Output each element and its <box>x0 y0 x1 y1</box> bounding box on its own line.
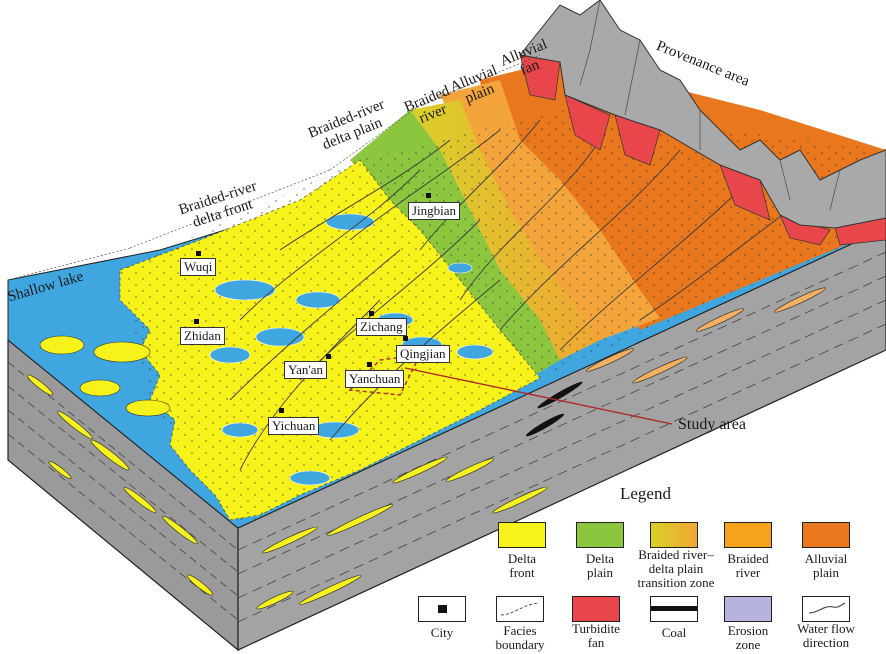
coal-lenses <box>525 381 583 437</box>
front-strata-lines <box>7 361 239 621</box>
swatch-coal <box>650 596 698 622</box>
swatch-alluvial-plain <box>802 522 850 548</box>
legend-erosion-zone: Erosion zone <box>727 623 769 652</box>
side-sand-lenses <box>26 374 548 610</box>
city-name: Yichuan <box>272 418 316 433</box>
legend-city: City <box>430 625 454 640</box>
provenance-mountains <box>519 0 886 229</box>
swatch-braided-river <box>724 522 772 548</box>
swatch-delta-plain <box>576 522 624 548</box>
swatch-transition <box>650 522 698 548</box>
city-yanchuan: Yanchuan <box>345 370 405 388</box>
city-yichuan: Yichuan <box>268 417 320 435</box>
swatch-turbidite-fan <box>572 596 620 622</box>
side-orange-lenses <box>586 287 826 384</box>
legend-coal: Coal <box>661 625 687 640</box>
legend-turbidite-fan: Turbidite fan <box>572 621 620 650</box>
water-flow-icon <box>808 602 846 614</box>
swatch-facies-boundary <box>496 596 544 622</box>
mountain-ridges <box>579 0 841 211</box>
legend-transition: Braided river– delta plain transition zo… <box>637 547 715 590</box>
city-name: Jingbian <box>412 203 457 218</box>
zone-guides <box>7 54 541 281</box>
legend-water-flow: Water flow direction <box>797 621 855 650</box>
city-square-icon <box>438 605 447 613</box>
city-yanan: Yan'an <box>284 361 327 379</box>
city-zichang: Zichang <box>356 318 407 336</box>
swatch-water-flow <box>802 596 850 622</box>
city-name: Yanchuan <box>349 371 401 386</box>
city-name: Zhidan <box>184 328 221 343</box>
legend-title: Legend <box>620 484 671 503</box>
legend-delta-plain: Delta plain <box>585 551 615 580</box>
dashed-curve-icon <box>500 602 540 616</box>
study-area-label: Study area <box>678 416 746 433</box>
legend-alluvial-plain: Alluvial plain <box>804 551 848 580</box>
city-zhidan: Zhidan <box>180 327 225 345</box>
lake-islands <box>39 335 171 417</box>
city-name: Wuqi <box>184 259 213 274</box>
city-name: Qingjian <box>400 346 446 361</box>
swatch-delta-front <box>498 522 546 548</box>
legend-braided-river: Braided river <box>727 551 769 580</box>
legend-delta-front: Delta front <box>507 551 537 580</box>
city-jingbian: Jingbian <box>408 202 461 220</box>
legend-facies-boundary: Facies boundary <box>495 623 545 652</box>
city-name: Yan'an <box>288 362 323 377</box>
city-wuqi: Wuqi <box>180 258 217 276</box>
swatch-erosion-zone <box>724 596 772 622</box>
city-qingjian: Qingjian <box>396 345 450 363</box>
city-name: Zichang <box>360 319 403 334</box>
swatch-city <box>418 596 466 622</box>
coal-bar-icon <box>651 606 697 611</box>
